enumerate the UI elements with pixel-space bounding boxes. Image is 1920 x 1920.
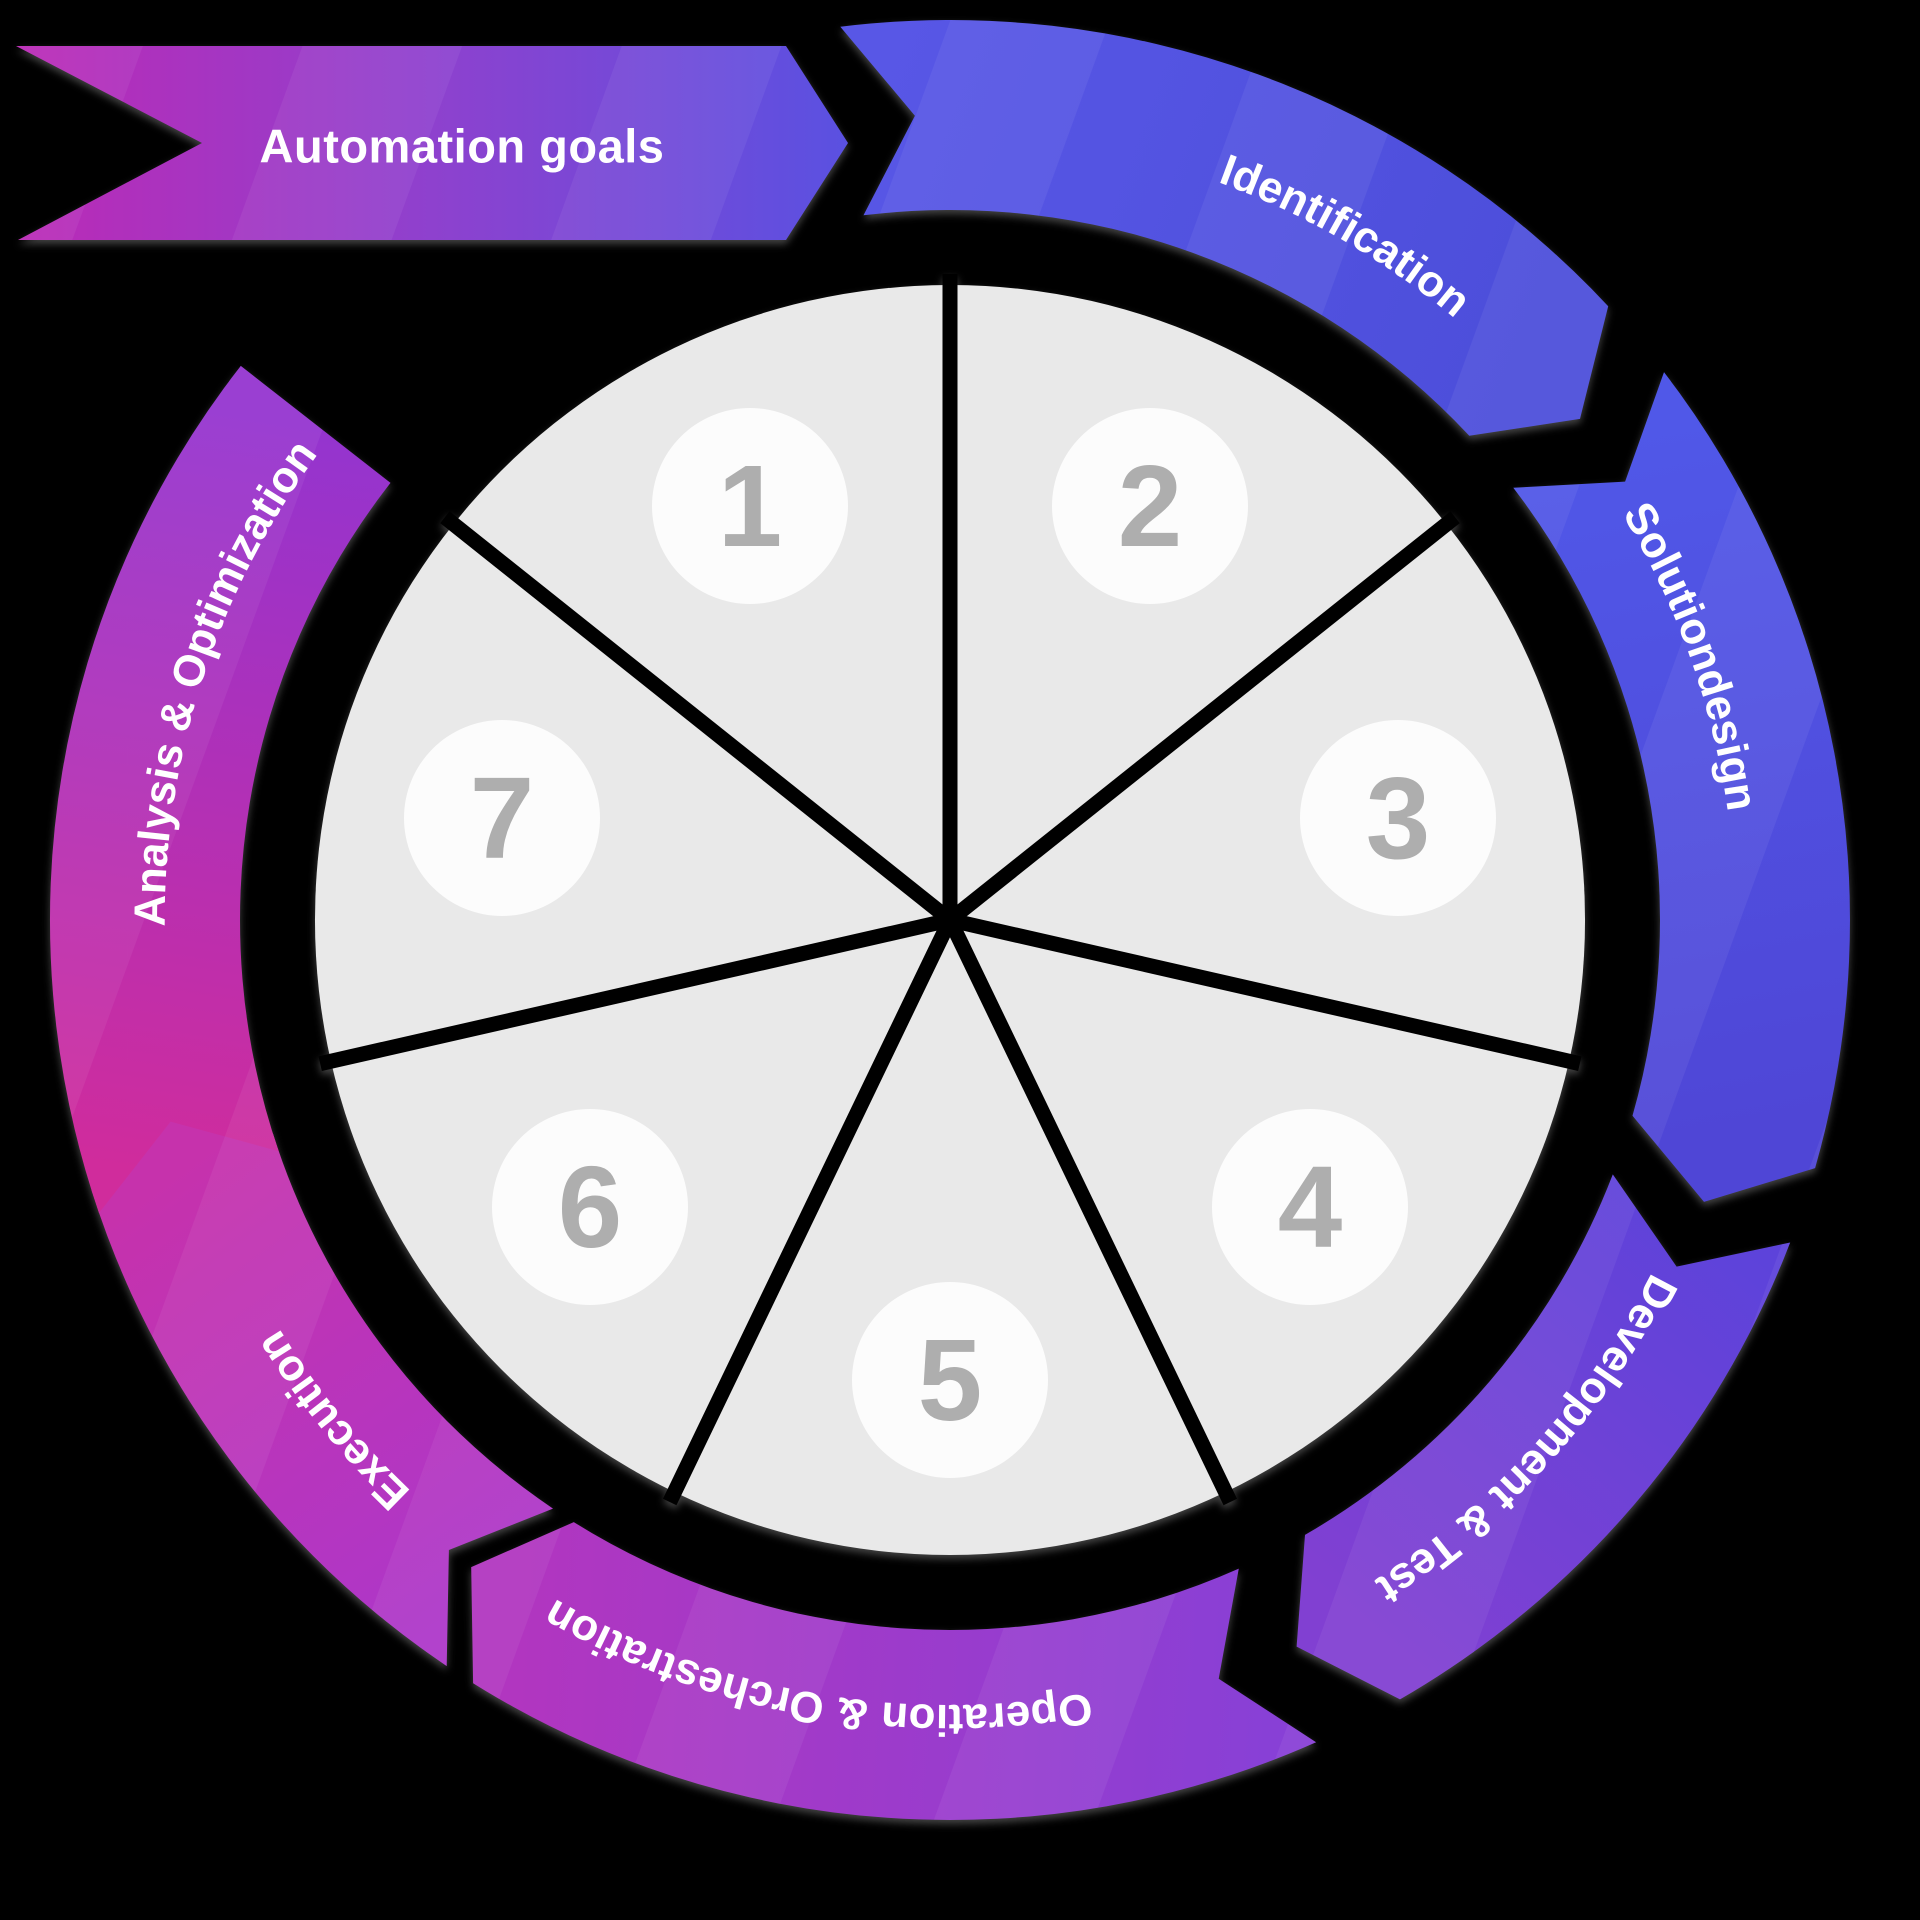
pie-wedge-3	[950, 524, 1586, 1062]
segment-4-circle	[1212, 1109, 1408, 1305]
segment-7-number: 7	[470, 753, 535, 883]
arrow-identification	[840, 19, 1609, 436]
pie-wedge-5	[674, 920, 1226, 1555]
segment-5-number: 5	[918, 1315, 983, 1445]
segment-4-number: 4	[1278, 1142, 1343, 1272]
segment-7-circle	[404, 720, 600, 916]
automation-goals-banner: Automation goals	[16, 46, 848, 240]
pie-gap-line-3	[945, 511, 1460, 926]
pie-gap-line-7	[318, 912, 952, 1072]
segment-6-number: 6	[558, 1142, 623, 1272]
pie-wedge-7	[314, 524, 950, 1062]
segment-1-circle	[652, 408, 848, 604]
pie-gap-line-1	[440, 511, 955, 926]
segment-markers: 1 2 3 4 5 6 7	[404, 408, 1496, 1478]
arrow-operation-orchestration-facets	[471, 1522, 1317, 1820]
pie-gap-line-5	[943, 916, 1238, 1506]
segment-2-circle	[1052, 408, 1248, 604]
ring-arrows	[49, 19, 1850, 1820]
arrow-execution	[91, 1101, 553, 1667]
arrow-analysis-optimization	[49, 365, 391, 1213]
pie-wedge-2	[950, 285, 1447, 920]
segment-2-number: 2	[1118, 441, 1183, 571]
arrow-development-test-facets	[1296, 1174, 1791, 1700]
segment-3-circle	[1300, 720, 1496, 916]
pie-gap-line-4	[948, 912, 1582, 1072]
arrow-analysis-optimization-facets	[49, 365, 391, 1213]
segment-3-number: 3	[1366, 753, 1431, 883]
arrow-solutiondesign-facets	[1513, 372, 1850, 1202]
pie-wedge-1	[453, 284, 950, 920]
arrow-identification-facets	[840, 19, 1609, 436]
segment-5-circle	[852, 1282, 1048, 1478]
pie-gap-lines	[318, 274, 1582, 1506]
pie-wedges	[314, 284, 1586, 1555]
arrow-development-test	[1296, 1174, 1791, 1700]
pie: 1 2 3 4 5 6 7	[314, 274, 1586, 1555]
segment-6-circle	[492, 1109, 688, 1305]
segment-1-number: 1	[718, 441, 783, 571]
pie-gap-line-6	[662, 916, 957, 1506]
automation-goals-banner-facets	[16, 46, 848, 240]
arrow-operation-orchestration	[471, 1522, 1317, 1820]
arrow-solutiondesign	[1513, 372, 1850, 1202]
automation-goals-label: Automation goals	[260, 120, 665, 173]
arrow-execution-facets	[91, 1101, 553, 1667]
